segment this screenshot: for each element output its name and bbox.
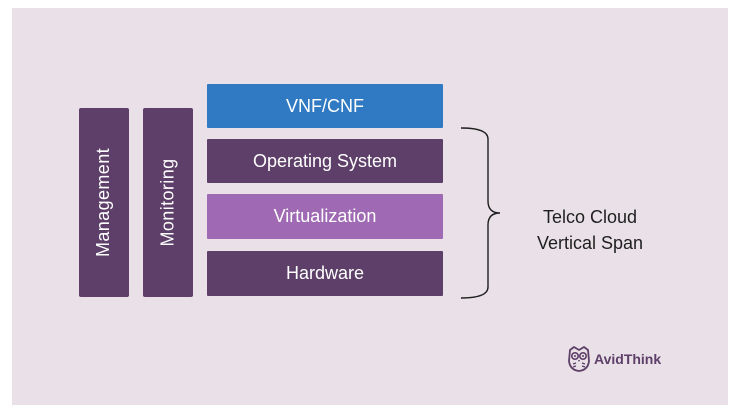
monitoring-label: Monitoring — [157, 158, 178, 247]
avidthink-logo: AvidThink — [567, 346, 661, 372]
monitoring-bar: Monitoring — [143, 108, 193, 297]
vertical-span-label: Telco Cloud Vertical Span — [510, 204, 670, 256]
vertical-span-line1: Telco Cloud — [542, 207, 638, 227]
layer-hardware: Hardware — [207, 251, 443, 296]
layer-hardware-label: Hardware — [285, 263, 365, 283]
layer-virtualization: Virtualization — [207, 194, 443, 239]
layer-vnf-cnf: VNF/CNF — [207, 84, 443, 128]
layer-operating-system-label: Operating System — [252, 150, 398, 171]
logo-text: AvidThink — [594, 351, 662, 367]
management-bar: Management — [79, 108, 129, 297]
curly-brace-icon — [460, 127, 500, 299]
management-label: Management — [93, 147, 114, 258]
layer-virtualization-label: Virtualization — [273, 206, 377, 226]
layer-vnf-cnf-label: VNF/CNF — [286, 95, 364, 116]
vertical-span-line2: Vertical Span — [536, 233, 644, 253]
owl-icon — [568, 346, 590, 372]
layer-operating-system: Operating System — [207, 139, 443, 183]
